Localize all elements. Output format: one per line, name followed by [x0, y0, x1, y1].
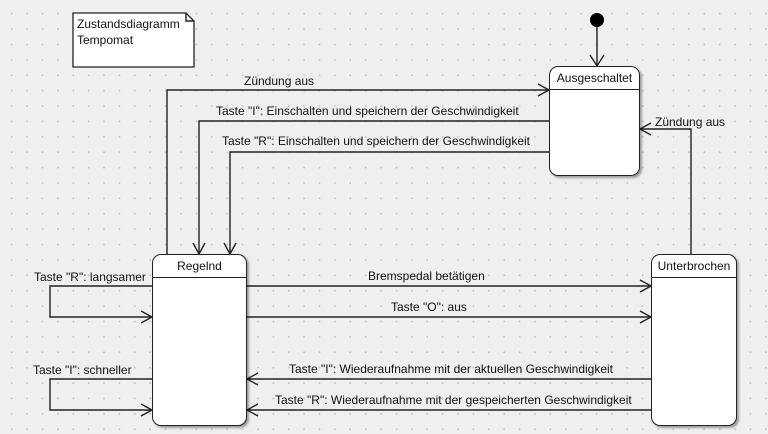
note-title: Zustandsdiagramm: [77, 17, 180, 31]
label-schneller: Taste "I": schneller: [33, 363, 132, 377]
state-regelnd[interactable]: Regelnd: [152, 254, 247, 426]
state-ausgeschaltet[interactable]: Ausgeschaltet: [549, 66, 640, 176]
note-subtitle: Tempomat: [77, 33, 134, 47]
transition-zuendung-aus-regelnd: [166, 89, 549, 254]
diagram-note[interactable]: Zustandsdiagramm Tempomat: [72, 12, 195, 67]
state-unterbrochen[interactable]: Unterbrochen: [651, 254, 737, 426]
arrowhead: [638, 122, 652, 136]
note-box: [72, 12, 195, 68]
arrowhead: [245, 403, 259, 417]
arrowhead: [245, 372, 259, 386]
transition-zuendung-aus-unterbrochen: [640, 128, 692, 254]
label-langsamer: Taste "R": langsamer: [34, 270, 146, 284]
transition-taste-r-einschalten: [229, 151, 549, 254]
label-taste-i-einschalten: Taste "I": Einschalten und speichern der…: [216, 104, 519, 118]
label-taste-r-einschalten: Taste "R": Einschalten und speichern der…: [222, 134, 531, 148]
state-title: Unterbrochen: [652, 255, 736, 278]
label-bremspedal: Bremspedal betätigen: [368, 269, 485, 283]
state-title: Regelnd: [153, 255, 246, 278]
initial-state-dot: [590, 13, 604, 27]
transition-self-schneller: [49, 378, 152, 411]
label-taste-r-wiederaufnahme: Taste "R": Wiederaufnahme mit der gespei…: [275, 393, 632, 407]
transition-self-langsamer: [49, 285, 152, 318]
label-taste-i-wiederaufnahme: Taste "I": Wiederaufnahme mit der aktuel…: [289, 362, 614, 376]
label-zuendung-aus-regelnd: Zündung aus: [244, 74, 315, 88]
transition-taste-i-einschalten: [198, 120, 549, 254]
label-zuendung-aus-unterbrochen: Zündung aus: [655, 115, 726, 129]
label-taste-o-aus: Taste "O": aus: [391, 300, 467, 314]
note-fold: [185, 13, 194, 22]
state-title: Ausgeschaltet: [550, 67, 639, 90]
